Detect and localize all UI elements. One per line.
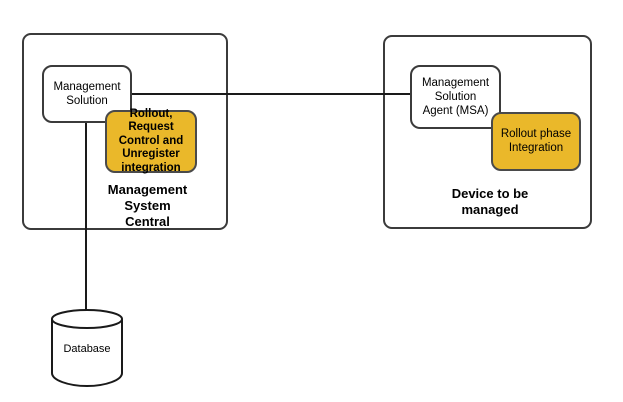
container-management-system-central[interactable] [22, 33, 228, 230]
container-label-device-to-be-managed: Device to be managed [451, 186, 529, 217]
highlight-rollout-phase-integration[interactable]: Rollout phase Integration [491, 112, 581, 171]
database-label: Database [63, 343, 111, 355]
database-cylinder-icon[interactable] [50, 307, 124, 389]
container-label-management-system-central: Management System Central [107, 182, 188, 229]
connector-management-solution-to-msa [131, 93, 411, 95]
component-management-solution-agent[interactable]: Management Solution Agent (MSA) [410, 65, 501, 129]
highlight-rollout-request-control-unregister-integration[interactable]: Rollout, Request Control and Unregister … [105, 108, 197, 174]
container-device-to-be-managed[interactable] [383, 35, 592, 229]
connector-management-solution-to-database [85, 121, 87, 317]
